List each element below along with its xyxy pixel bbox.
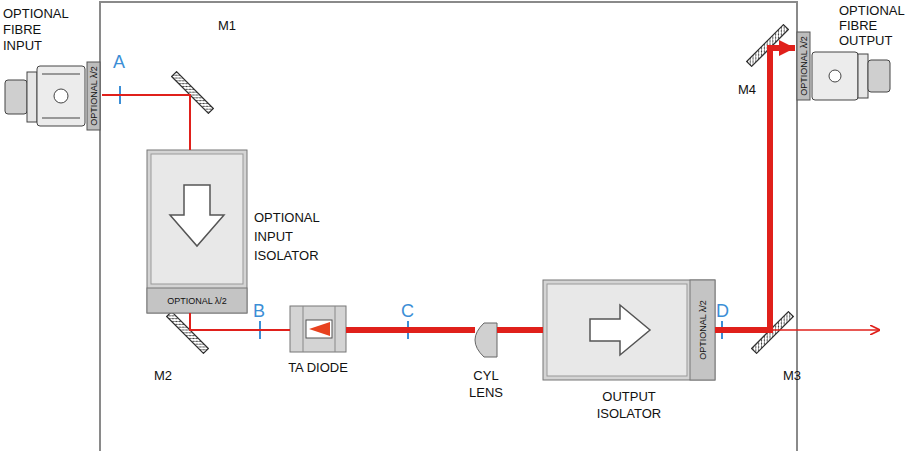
fibre-barrel: [868, 60, 890, 92]
coupler-detail: [42, 118, 80, 119]
component-box: OPTIONAL FIBRE OUTPUT OPTIONAL λ/2: [795, 0, 910, 104]
waveplate: [690, 280, 715, 380]
coupler-detail: [42, 74, 80, 75]
gain-region: [309, 322, 330, 336]
waveplate-label: OPTIONAL λ/2: [88, 66, 99, 126]
mirror: [167, 312, 209, 354]
mirror-label: M3: [783, 368, 801, 383]
isolator-housing: [147, 150, 247, 313]
waveplate-label: OPTIONAL λ/2: [697, 300, 708, 360]
waveplate-label: OPTIONAL λ/2: [798, 36, 809, 96]
component-box: OUTPUT ISOLATOROPTIONAL λ/2: [543, 280, 715, 380]
component-box: OPTIONAL INPUT ISOLATOROPTIONAL λ/2: [147, 150, 247, 313]
mirror-hatch: [172, 72, 214, 114]
coupler-screw: [54, 89, 68, 103]
direction-arrow: [170, 185, 224, 246]
fibre-coupler-body: [812, 52, 858, 100]
fibre-ring: [27, 72, 37, 122]
direction-arrow: [590, 305, 650, 355]
mirror-back: [167, 312, 209, 354]
measure-point-label: A: [113, 52, 125, 73]
mirror: [172, 72, 214, 114]
laser-beam: [497, 327, 543, 333]
component-label: OPTIONAL INPUT ISOLATOR: [254, 208, 344, 265]
isolator-face: [547, 284, 687, 376]
cylindrical-lens: [475, 323, 497, 357]
component-label: OPTIONAL FIBRE INPUT: [3, 6, 77, 54]
component-box: TA DIODE: [290, 306, 346, 352]
waveplate: [147, 288, 247, 313]
ta-detail: [303, 306, 304, 352]
component-label: OPTIONAL FIBRE OUTPUT: [839, 3, 907, 48]
component-box: OPTIONAL FIBRE INPUT OPTIONAL λ/2: [0, 0, 102, 132]
measure-point-label: B: [253, 301, 265, 322]
fibre-coupler-body: [37, 66, 85, 126]
laser-beam: [346, 327, 475, 333]
fibre-ring: [858, 54, 868, 98]
component-box: CYL LENS: [475, 323, 497, 357]
mirror-label: M4: [738, 82, 756, 97]
waveplate: [87, 62, 100, 130]
waveplate-label: OPTIONAL λ/2: [167, 295, 227, 306]
component-label: OUTPUT ISOLATOR: [584, 388, 674, 422]
component-label: CYL LENS: [461, 367, 511, 401]
fibre-barrel: [5, 80, 27, 114]
transmitted-beam: [770, 329, 880, 331]
coupler-screw: [829, 70, 841, 82]
laser-beam: [102, 95, 190, 150]
laser-beam: [715, 48, 795, 330]
isolator-face: [151, 154, 243, 284]
component-label: TA DIODE: [288, 360, 348, 375]
mirror-label: M2: [154, 368, 172, 383]
measure-point-label: C: [401, 301, 414, 322]
ta-detail: [335, 306, 336, 352]
isolator-housing: [543, 280, 715, 380]
ta-housing: [290, 306, 346, 352]
ta-chip: [306, 320, 332, 338]
measure-point-label: D: [716, 301, 729, 322]
mirror-hatch: [167, 312, 209, 354]
housing-outline: [100, 2, 797, 451]
mirror-label: M1: [218, 18, 236, 33]
laser-beam: [190, 313, 290, 330]
waveplate: [797, 32, 810, 100]
mirror-back: [172, 72, 214, 114]
